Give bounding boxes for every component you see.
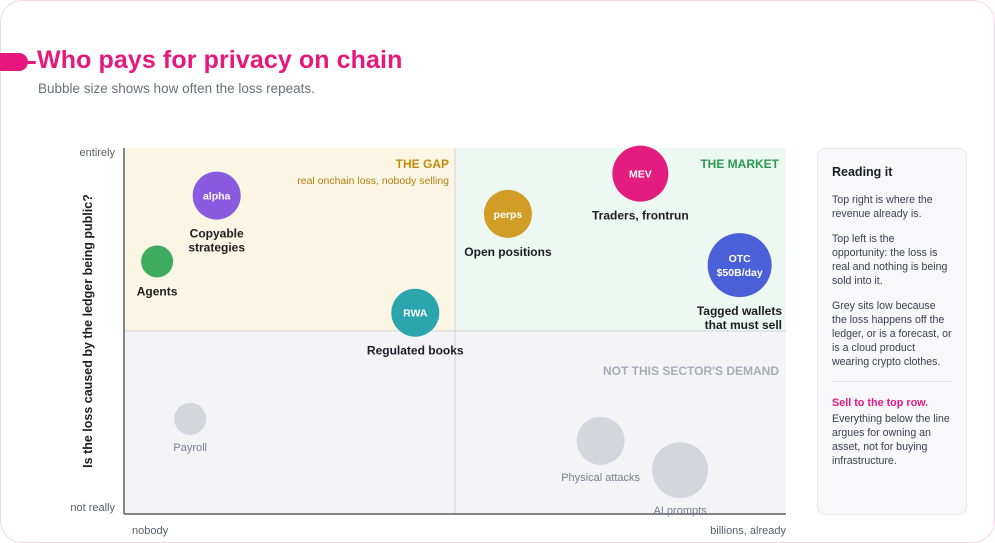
- bubble-8: [652, 442, 709, 499]
- y-tick-label-bottom: not really: [70, 502, 115, 514]
- panel-divider: [832, 381, 952, 382]
- x-tick-label-left: nobody: [132, 525, 169, 537]
- panel-heading: Reading it: [832, 165, 893, 179]
- bubble-caption-5-line2: that must sell: [705, 318, 782, 332]
- panel-paragraph: Top left is the opportunity: the loss is…: [832, 233, 948, 287]
- title-accent-line: [24, 61, 36, 64]
- quadrant-note-gap: real onchain loss, nobody selling: [297, 175, 449, 187]
- bubble-caption-3: Open positions: [464, 245, 552, 259]
- quadrant-title-not-demand: NOT THIS SECTOR'S DEMAND: [603, 364, 779, 378]
- bubble-caption-8: AI prompts: [653, 505, 707, 517]
- bubble-0: [192, 171, 241, 220]
- bubble-caption-7: Physical attacks: [561, 472, 640, 484]
- reading-it-panel: Reading it Top right is where the revenu…: [817, 148, 967, 515]
- bubble-6: [174, 402, 207, 435]
- title-accent-marker: [0, 53, 28, 71]
- bubble-caption-0-line1: Copyable: [190, 227, 244, 241]
- y-axis-title: Is the loss caused by the ledger being p…: [81, 194, 95, 468]
- bubble-label-5-line2: $50B/day: [717, 267, 763, 279]
- bubble-3: [483, 189, 532, 238]
- bubble-label-5-line1: OTC: [729, 253, 752, 265]
- panel-paragraph: Grey sits low because the loss happens o…: [832, 300, 952, 368]
- bubble-caption-4: Traders, frontrun: [592, 209, 689, 223]
- bubble-caption-2: Regulated books: [367, 344, 464, 358]
- panel-cta-body: Everything below the line argues for own…: [832, 413, 950, 467]
- bubble-caption-1: Agents: [137, 284, 178, 298]
- y-tick-label-top: entirely: [80, 147, 116, 159]
- bubble-caption-0-line2: strategies: [188, 241, 245, 255]
- bubble-caption-5-line1: Tagged wallets: [697, 304, 782, 318]
- bubble-label-4: MEV: [629, 169, 652, 181]
- bubble-4: [612, 145, 669, 202]
- chart-subtitle: Bubble size shows how often the loss rep…: [38, 81, 315, 96]
- panel-paragraph: Top right is where the revenue already i…: [832, 194, 933, 220]
- bubble-label-0: alpha: [203, 191, 231, 203]
- quadrant-title-gap: THE GAP: [396, 157, 449, 171]
- chart-title: Who pays for privacy on chain: [37, 46, 403, 74]
- bubble-2: [391, 288, 440, 337]
- panel-cta-title: Sell to the top row.: [832, 397, 929, 409]
- x-tick-label-right: billions, already: [710, 525, 786, 537]
- bubble-caption-6: Payroll: [173, 442, 207, 454]
- bubble-1: [141, 245, 174, 278]
- bubble-5: [707, 233, 772, 298]
- bubble-label-3: perps: [494, 209, 523, 221]
- bubble-label-2: RWA: [403, 308, 428, 320]
- bubble-7: [576, 416, 625, 465]
- quadrant-title-market: THE MARKET: [700, 157, 779, 171]
